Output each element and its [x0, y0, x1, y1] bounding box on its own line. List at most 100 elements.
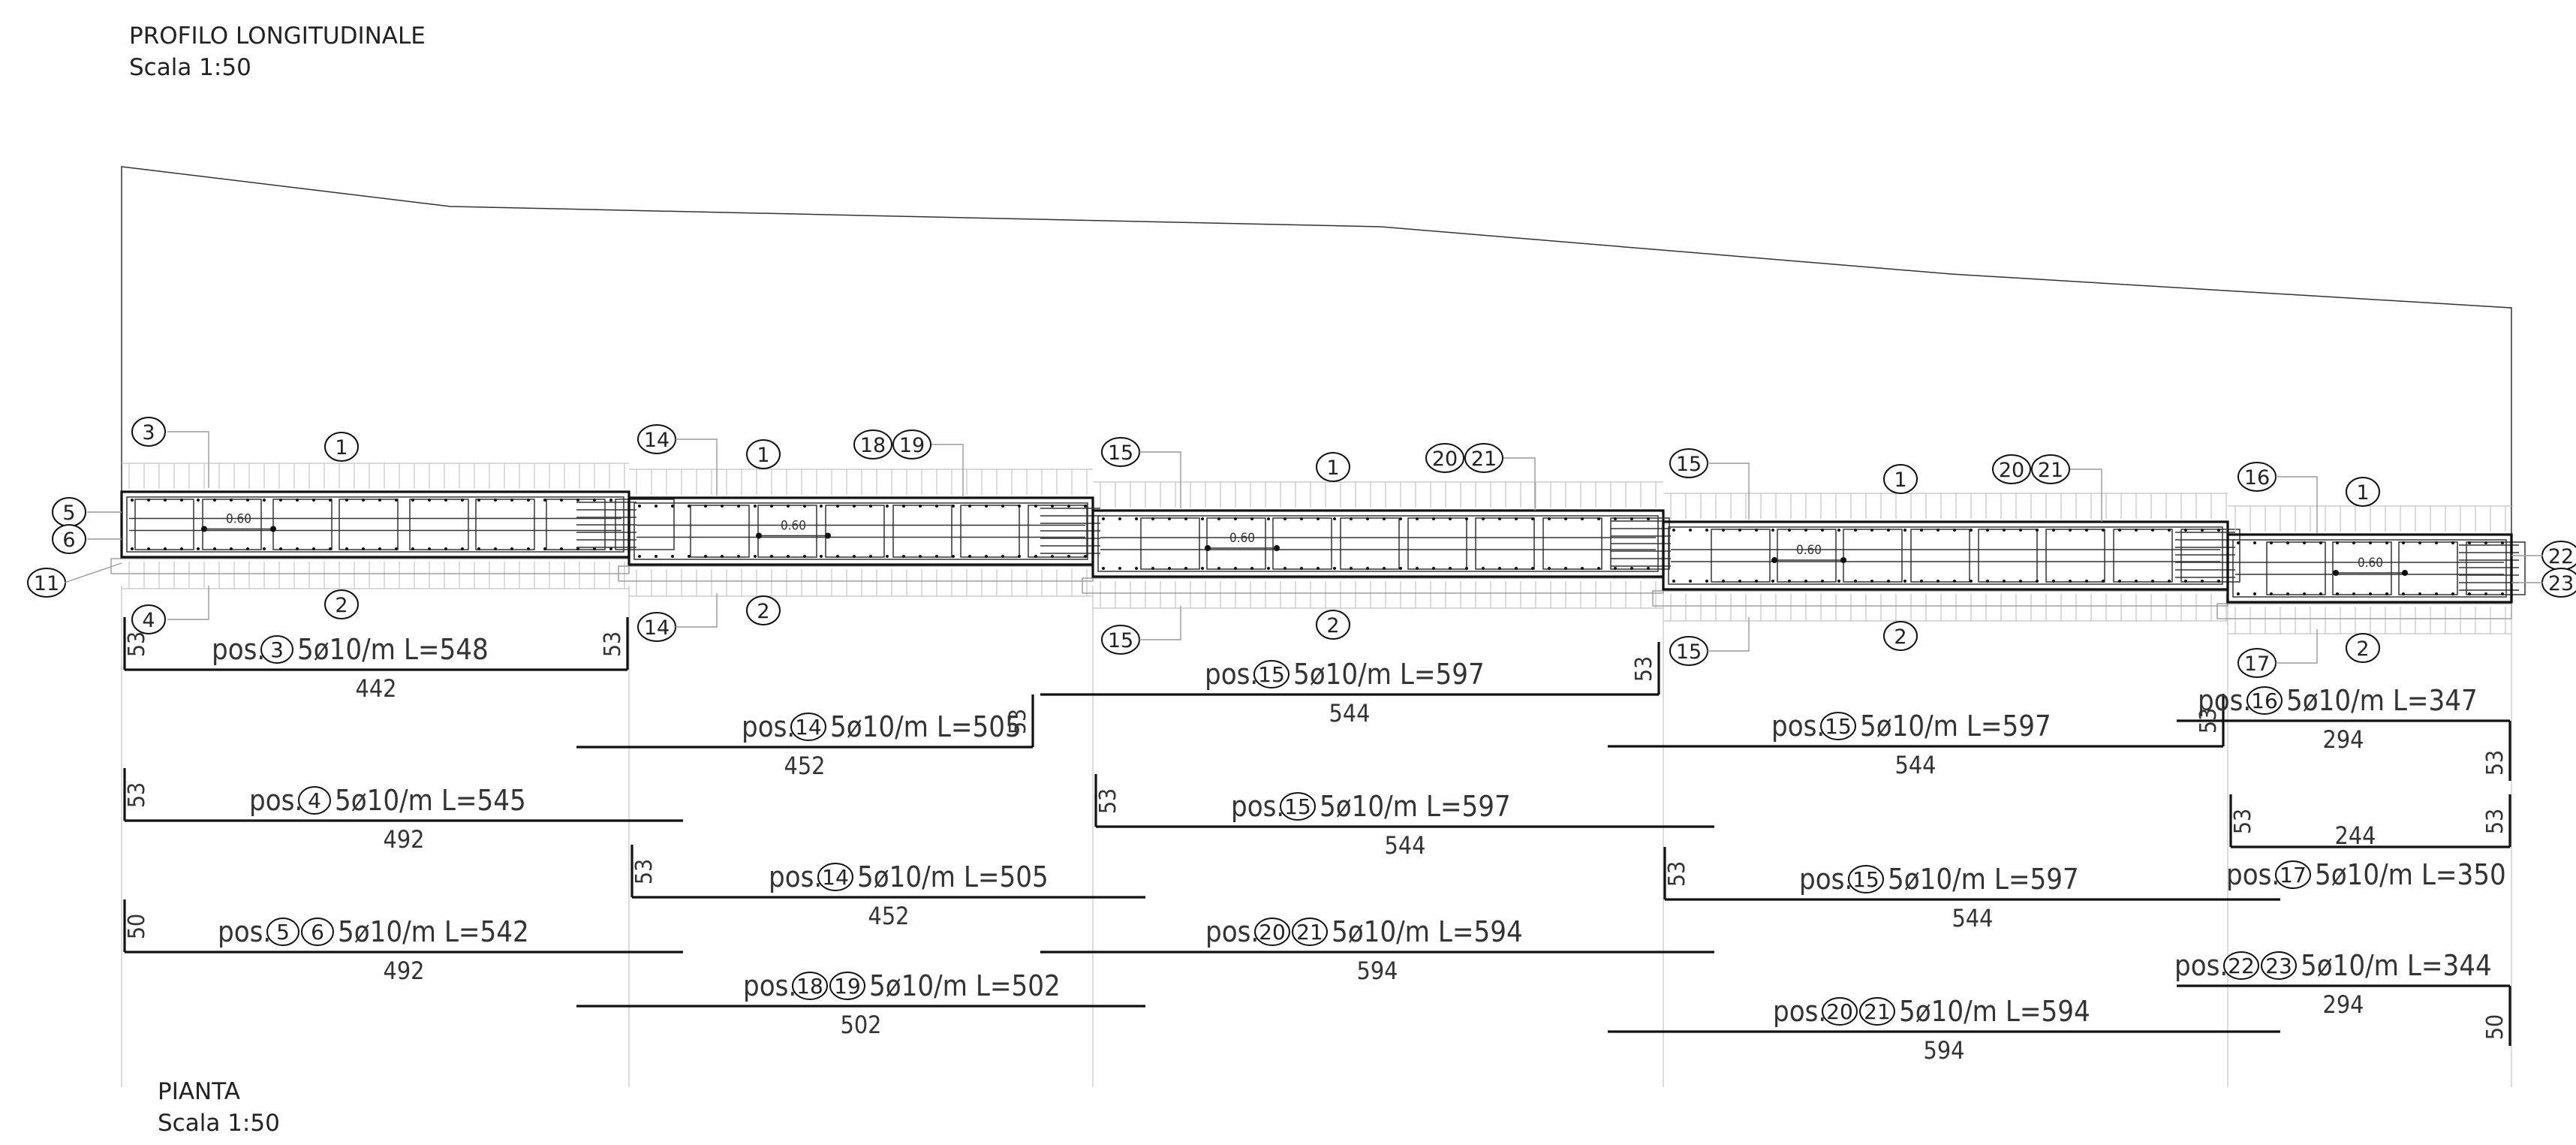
bar-length: 492	[384, 825, 425, 854]
position-number: 22	[2548, 545, 2574, 568]
bar-mark-circle	[2223, 951, 2259, 980]
leader-line	[1139, 451, 1181, 508]
slab-segment: 0.60	[1652, 493, 2240, 622]
main-bottom-bar-bubble: 2	[1316, 610, 1350, 640]
bar-prefix: pos.	[1205, 915, 1259, 948]
bar-spec: 5ø10/m L=502	[869, 969, 1061, 1002]
bar-prefix: pos.	[2198, 684, 2251, 717]
bar-spec: 5ø10/m L=594	[1332, 915, 1523, 948]
bar-mark-circle	[266, 918, 299, 946]
top-bar-bubble: 15	[1669, 448, 1708, 478]
position-number: 2	[757, 600, 769, 623]
bar-prefix: pos.	[1799, 863, 1852, 896]
bar-spec: 5ø10/m L=597	[1293, 658, 1485, 691]
bar-prefix: pos.	[1773, 995, 1826, 1028]
bar-mark-circle	[298, 786, 331, 815]
position-number: 19	[899, 434, 925, 457]
bar-mark: 5	[276, 920, 290, 945]
bar-prefix: pos.	[2174, 949, 2228, 982]
position-number: 15	[1108, 629, 1133, 652]
position-number: 1	[757, 444, 769, 467]
slab-segment: 0.60	[618, 469, 1100, 597]
pair-bubble-left: 18	[853, 429, 892, 460]
main-bottom-bar-bubble: 2	[324, 589, 359, 619]
bar-mark: 15	[1852, 867, 1879, 892]
main-bottom-bar-bubble: 2	[1883, 621, 1918, 651]
bar-spec: 5ø10/m L=597	[1320, 790, 1511, 823]
terrain-profile-line	[121, 166, 2512, 559]
bar-mark-circle	[1253, 660, 1290, 689]
bar-prefix: pos.	[1231, 790, 1284, 823]
position-number: 6	[62, 529, 75, 552]
pair-bubble-right: 19	[892, 429, 931, 460]
position-number: 18	[860, 434, 886, 457]
bottom-bar-bubble: 14	[637, 612, 676, 642]
leader-line	[167, 586, 209, 620]
section-dimension: 0.60	[781, 519, 806, 534]
leader-line	[676, 593, 718, 628]
bar-mark: 14	[822, 865, 849, 890]
position-number: 21	[2038, 459, 2063, 482]
hook-length: 53	[1631, 656, 1657, 682]
position-number: 17	[2244, 652, 2270, 676]
bar-mark: 6	[311, 920, 324, 945]
section-dimension: 0.60	[226, 512, 251, 527]
bar-length: 452	[784, 752, 826, 780]
position-number: 1	[335, 436, 348, 460]
position-number: 15	[1676, 640, 1702, 664]
bar-length: 244	[2335, 821, 2376, 850]
bar-prefix: pos.	[1205, 658, 1258, 691]
bar-length: 594	[1357, 957, 1398, 985]
bar-length: 544	[1895, 751, 1937, 779]
bar-mark-circle	[1280, 792, 1316, 821]
bar-mark: 23	[2265, 954, 2292, 978]
position-number: 1	[1894, 469, 1906, 492]
bottom-bar-bubble: 4	[131, 604, 166, 634]
bar-mark: 16	[2251, 689, 2278, 713]
bottom-bar-bubble: 15	[1101, 625, 1140, 655]
position-number: 21	[1471, 447, 1497, 471]
bar-spec: 5ø10/m L=505	[830, 710, 1022, 743]
bar-prefix: pos.	[249, 784, 302, 817]
position-number: 2	[1894, 625, 1906, 649]
bar-spec: 5ø10/m L=548	[297, 633, 489, 666]
bar-spec: 5ø10/m L=505	[857, 860, 1049, 893]
slab-segment: 0.60	[1082, 481, 1671, 609]
bar-mark-circle	[829, 972, 865, 1000]
bar-mark: 22	[2228, 954, 2255, 978]
position-number: 2	[2356, 637, 2369, 661]
bar-mark-circle	[1254, 918, 1290, 946]
hook-length: 53	[631, 859, 658, 884]
main-top-bar-bubble: 1	[1316, 452, 1350, 482]
hook-length: 53	[2482, 809, 2508, 834]
position-number: 16	[2244, 466, 2270, 490]
bar-spec: 5ø10/m L=347	[2286, 684, 2478, 717]
hook-length: 50	[2482, 1014, 2508, 1040]
leader-line	[1139, 606, 1181, 640]
position-number: 2	[1326, 614, 1339, 637]
bar-mark: 15	[1825, 714, 1852, 739]
bar-length: 502	[841, 1011, 882, 1039]
hook-length: 50	[124, 914, 150, 939]
bar-mark: 18	[796, 974, 823, 999]
leader-line	[2070, 469, 2102, 522]
main-top-bar-bubble: 1	[324, 432, 359, 462]
leader-line	[1708, 463, 1750, 520]
section-dimension: 0.60	[1796, 543, 1822, 558]
